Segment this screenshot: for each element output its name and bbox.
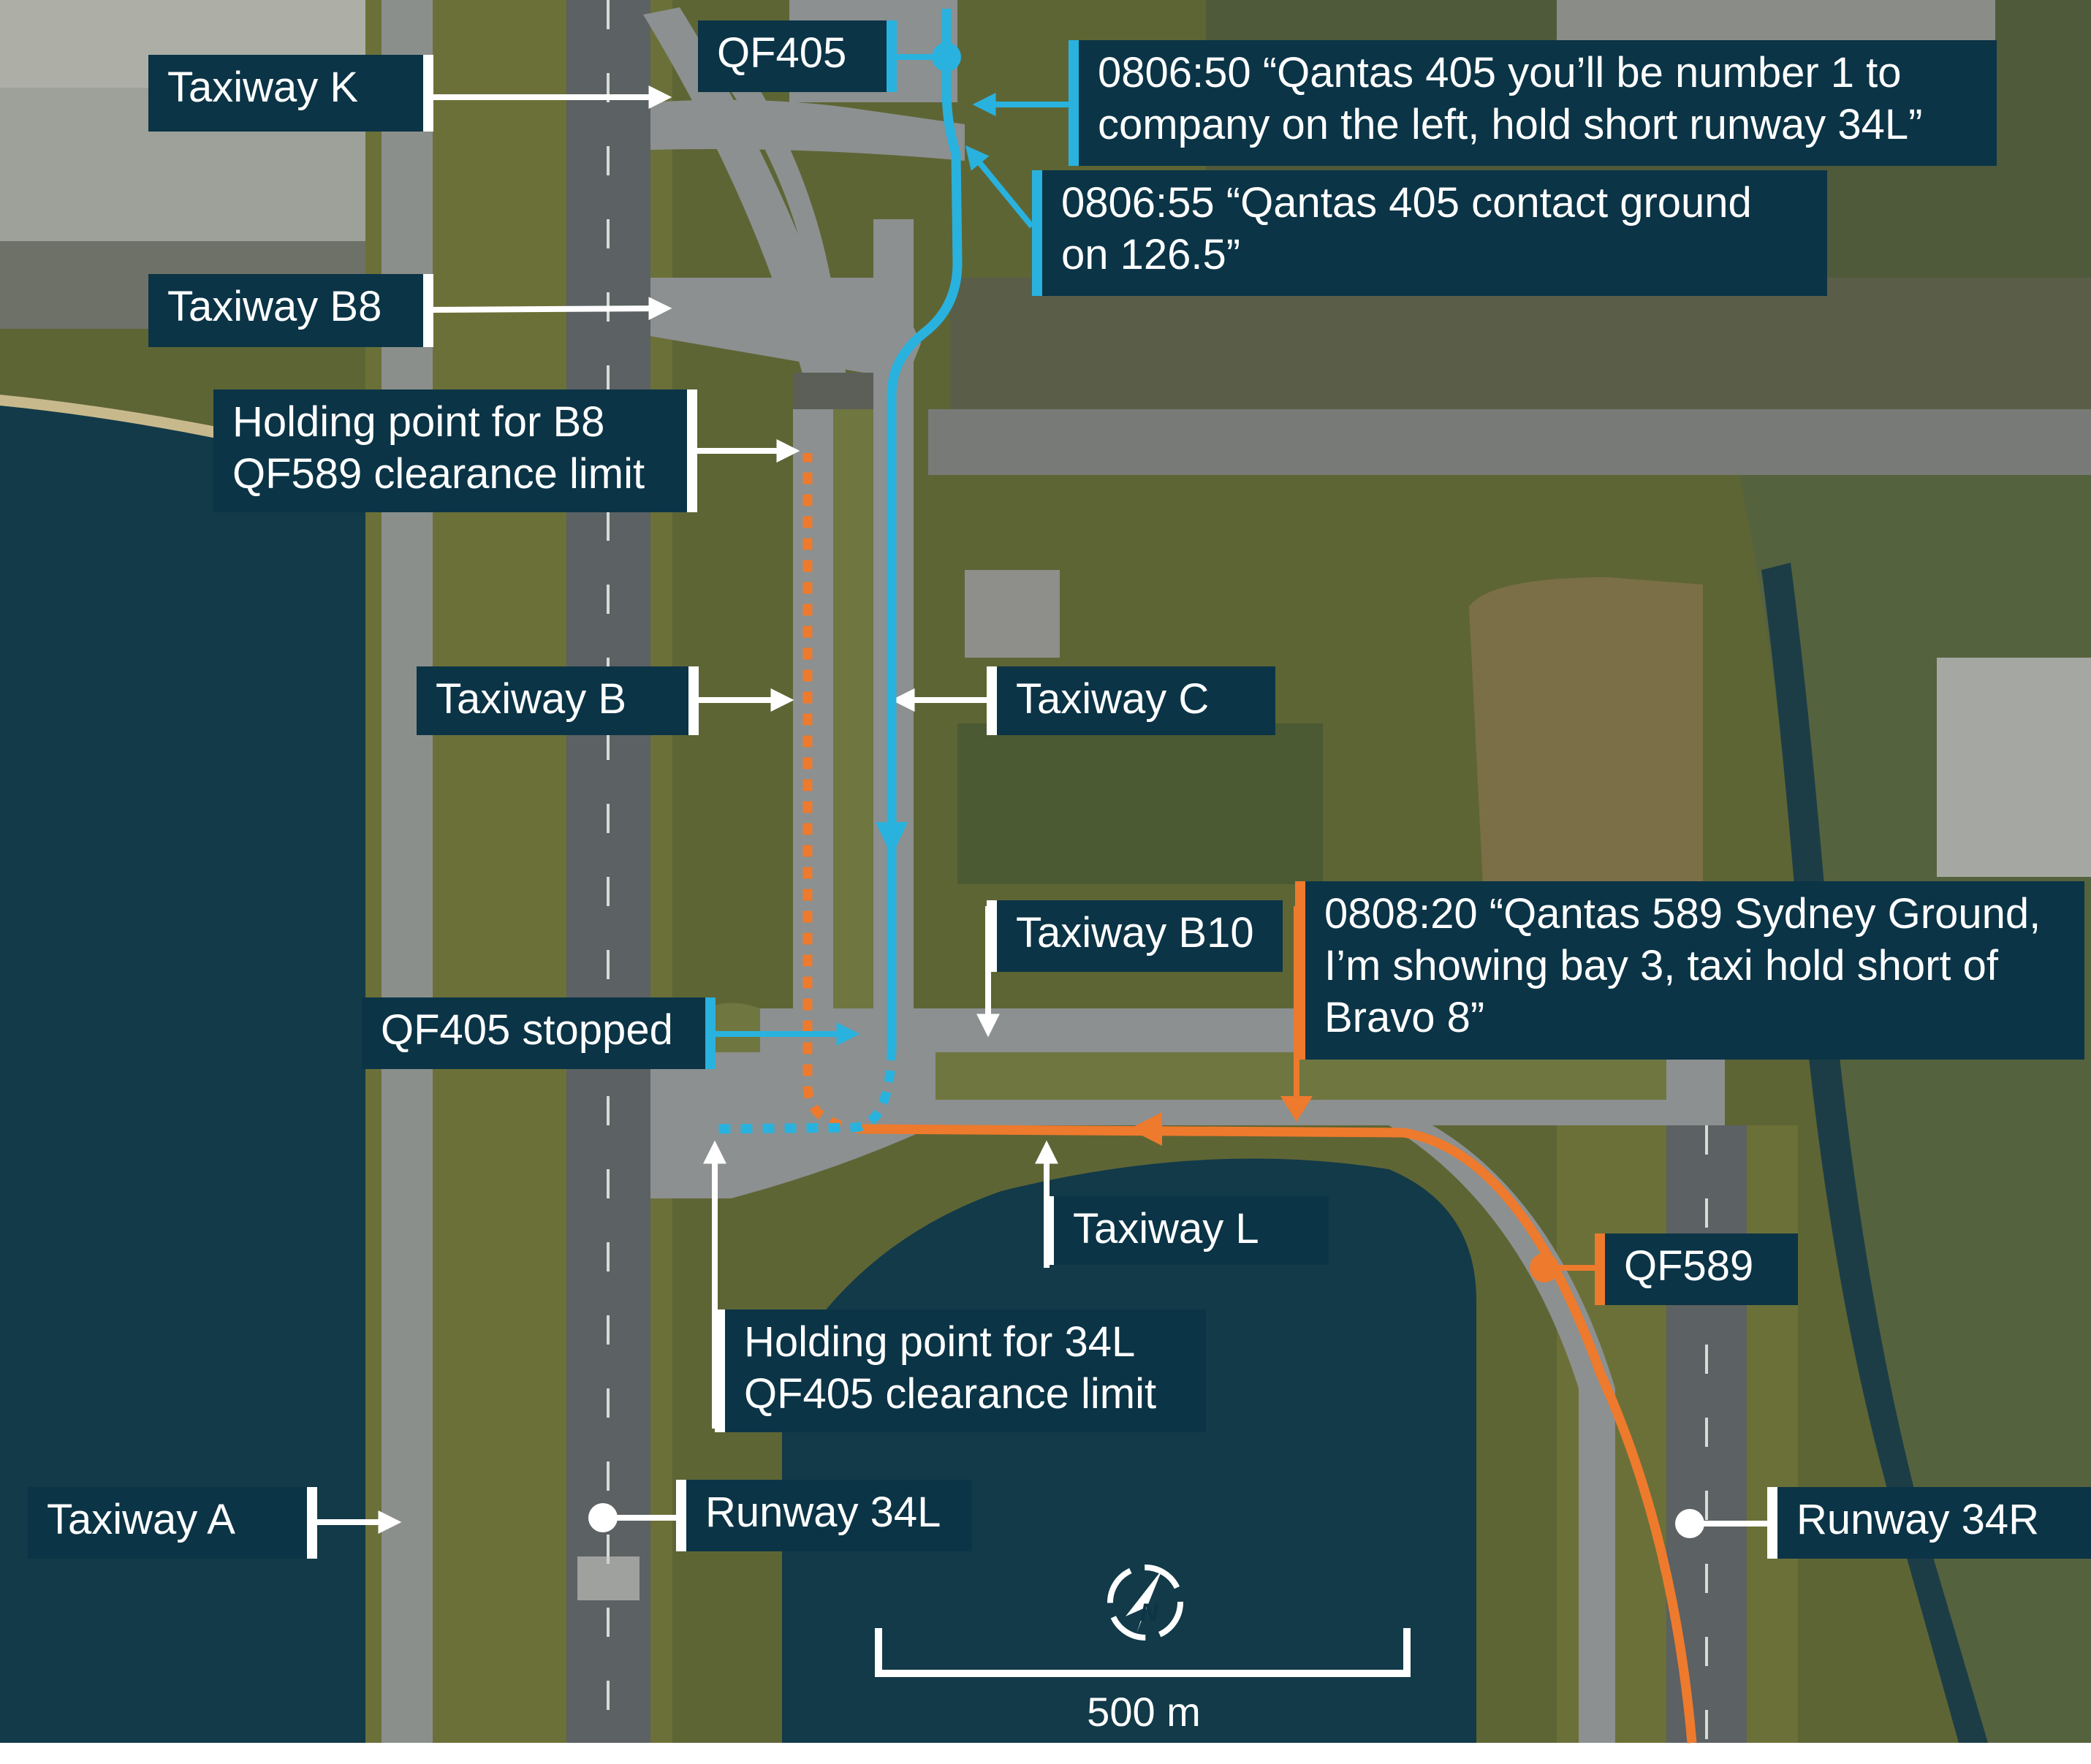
qf405-planned-path	[712, 1048, 897, 1134]
north-arrow-icon: N	[1107, 1565, 1183, 1641]
taxiway-b-pavement	[793, 409, 833, 1067]
transmission-2-pointer	[965, 145, 1035, 229]
taxiway-a-pavement	[382, 0, 433, 1743]
qf405-direction-arrow	[876, 822, 908, 856]
label-taxiway-l: Taxiway L	[1044, 1196, 1329, 1265]
bottom-margin	[0, 1743, 2091, 1764]
bay-south	[782, 1158, 1476, 1743]
label-qf405-stopped: QF405 stopped	[362, 997, 716, 1069]
dirt-field	[1469, 577, 1703, 899]
runway-34l-pavement	[566, 0, 650, 1743]
scale-bar	[875, 1628, 1411, 1677]
road	[928, 409, 2091, 475]
link-taxiway	[643, 7, 855, 409]
label-taxiway-a: Taxiway A	[28, 1487, 317, 1559]
label-runway-34l: Runway 34L	[676, 1480, 972, 1551]
label-qf589: QF589	[1595, 1233, 1798, 1305]
label-taxiway-b10: Taxiway B10	[987, 900, 1283, 972]
creek	[1761, 563, 1988, 1743]
pad	[965, 570, 1060, 658]
marker-runway-34l	[588, 1503, 618, 1532]
label-holding-34l: Holding point for 34L QF405 clearance li…	[715, 1309, 1206, 1432]
scrub	[957, 723, 1323, 884]
marker-runway-34r	[1675, 1509, 1704, 1538]
label-taxiway-k: Taxiway K	[148, 55, 433, 132]
bay-west	[0, 395, 365, 1743]
transmission-3-arrowhead	[1280, 1096, 1313, 1122]
qf589-direction-arrow	[1129, 1112, 1162, 1146]
label-qf405: QF405	[698, 20, 897, 92]
qf405-path	[887, 9, 963, 1049]
grass-island	[936, 1052, 1666, 1100]
link-taxiway-2	[702, 44, 833, 292]
label-taxiway-c: Taxiway C	[987, 666, 1275, 735]
label-holding-b8: Holding point for B8 QF589 clearance lim…	[213, 389, 697, 512]
scale-label: 500 m	[1087, 1689, 1201, 1735]
threshold-marks	[577, 1556, 640, 1600]
transmission-1: 0806:50 “Qantas 405 you’ll be number 1 t…	[1069, 40, 1997, 166]
qf589-path	[862, 1124, 1697, 1744]
warehouse	[1937, 658, 2091, 877]
b-c-median	[833, 409, 873, 1067]
arrow-taxiway-b8	[429, 297, 672, 321]
svg-text:N: N	[1140, 1599, 1159, 1627]
taxiway-b8-pavement	[650, 278, 921, 380]
label-runway-34r: Runway 34R	[1767, 1487, 2091, 1559]
label-taxiway-b: Taxiway B	[417, 666, 699, 735]
transmission-2: 0806:55 “Qantas 405 contact ground on 12…	[1032, 170, 1827, 296]
qf589-position-marker	[1530, 1253, 1559, 1282]
transmission-3: 0808:20 “Qantas 589 Sydney Ground, I’m s…	[1295, 881, 2084, 1060]
label-taxiway-b8: Taxiway B8	[148, 274, 433, 347]
